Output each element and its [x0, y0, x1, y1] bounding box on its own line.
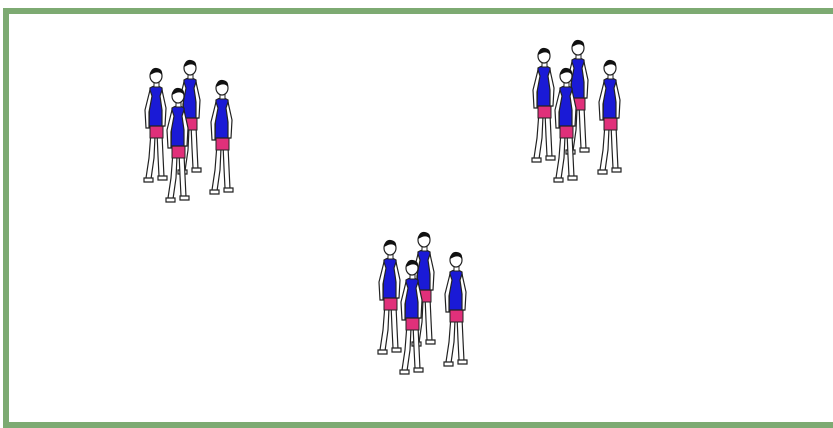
player-icon	[550, 66, 580, 186]
player-figure	[162, 86, 192, 206]
player-figure	[396, 258, 426, 378]
player-icon	[162, 86, 192, 206]
player-figure	[594, 58, 624, 178]
player-icon	[594, 58, 624, 178]
player-figure	[206, 78, 236, 198]
player-icon	[440, 250, 470, 370]
player-figure	[550, 66, 580, 186]
player-figure	[440, 250, 470, 370]
player-icon	[396, 258, 426, 378]
player-icon	[206, 78, 236, 198]
